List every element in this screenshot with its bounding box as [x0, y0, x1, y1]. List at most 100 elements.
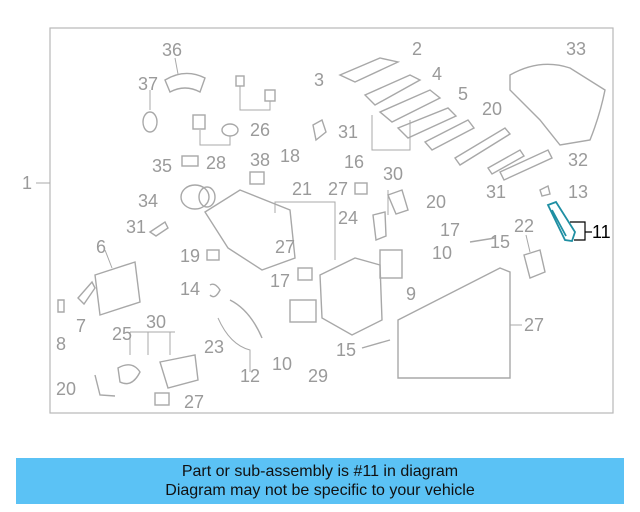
- callout-13: 13: [568, 182, 588, 202]
- callout-22: 22: [514, 216, 534, 236]
- part-2-duct: [363, 74, 422, 106]
- parts-diagram: 1 2 3 4 5 6 7 8 9 10 10 11 12 13 14 15 1…: [22, 27, 614, 414]
- callout-20a: 20: [482, 99, 502, 119]
- part-12-cable: [229, 299, 263, 339]
- callout-1: 1: [22, 173, 32, 193]
- part-34-fan: [198, 186, 216, 208]
- leader-22: [525, 234, 531, 253]
- part-evaporator-case: [319, 257, 383, 336]
- callout-32: 32: [568, 150, 588, 170]
- callout-31a: 31: [338, 122, 358, 142]
- part-20-lower: [94, 374, 116, 397]
- part-20-strip: [453, 127, 512, 166]
- callout-27a: 27: [328, 179, 348, 199]
- callout-16: 16: [344, 152, 364, 172]
- part-27b: [297, 267, 313, 281]
- callout-4: 4: [432, 64, 442, 84]
- leader-30a: [371, 115, 411, 151]
- leader-36: [174, 57, 179, 75]
- banner-line-2: Diagram may not be specific to your vehi…: [165, 482, 475, 499]
- part-27a: [354, 182, 368, 195]
- banner-line-1: Part or sub-assembly is #11 in diagram: [181, 463, 459, 480]
- part-9b: [289, 299, 317, 323]
- callout-26: 26: [250, 120, 270, 140]
- part-32-strip: [499, 149, 553, 181]
- callout-14: 14: [180, 279, 200, 299]
- part-34-motor: [180, 184, 210, 210]
- callout-20c: 20: [56, 379, 76, 399]
- part-38: [249, 171, 265, 185]
- part-11-highlighted: [546, 200, 576, 242]
- callout-38: 38: [250, 150, 270, 170]
- callout-3: 3: [314, 70, 324, 90]
- part-35: [181, 155, 199, 167]
- callout-10b: 10: [272, 354, 292, 374]
- part-20-bracket: [387, 189, 409, 215]
- part-5: [396, 107, 458, 139]
- callout-17a: 17: [440, 220, 460, 240]
- callout-30b: 30: [146, 312, 166, 332]
- info-banner: Part or sub-assembly is #11 in diagram D…: [16, 458, 624, 504]
- part-27c: [154, 392, 170, 406]
- part-15b-rod: [469, 237, 496, 243]
- leader-30b: [129, 331, 175, 355]
- callout-37: 37: [138, 74, 158, 94]
- leader-6: [104, 249, 113, 269]
- callout-33: 33: [566, 39, 586, 59]
- callout-18: 18: [280, 146, 300, 166]
- part-36-duct: [164, 72, 206, 93]
- part-31b: [312, 118, 327, 142]
- callout-28: 28: [206, 153, 226, 173]
- leader-28: [199, 130, 231, 146]
- callout-27c: 27: [184, 392, 204, 412]
- callout-35: 35: [152, 156, 172, 176]
- callout-34: 34: [138, 191, 158, 211]
- callout-17b: 17: [270, 271, 290, 291]
- part-8: [57, 299, 65, 313]
- leader-11: [570, 221, 592, 241]
- part-31-strip: [486, 149, 526, 175]
- part-26a: [235, 75, 245, 87]
- diagram-frame: [49, 27, 614, 414]
- part-15-rod: [361, 339, 391, 349]
- callout-12: 12: [240, 366, 260, 386]
- callout-15b: 15: [336, 340, 356, 360]
- callout-11: 11: [592, 222, 611, 242]
- part-19: [206, 249, 220, 261]
- callout-27d: 27: [524, 315, 544, 335]
- part-22: [523, 249, 546, 279]
- part-4-duct: [378, 89, 442, 123]
- callout-23: 23: [204, 337, 224, 357]
- callout-19: 19: [180, 246, 200, 266]
- callout-31c: 31: [486, 182, 506, 202]
- leader-26: [239, 86, 271, 111]
- part-7: [77, 280, 96, 306]
- callout-5: 5: [458, 84, 468, 104]
- part-21-heater-case: [204, 189, 296, 271]
- callout-9: 9: [406, 284, 416, 304]
- part-28a: [192, 114, 206, 130]
- callout-24: 24: [338, 208, 358, 228]
- part-9: [379, 249, 403, 279]
- part-23-duct: [159, 354, 199, 389]
- part-28b: [221, 123, 239, 137]
- part-37-seal: [142, 111, 158, 133]
- part-3-duct: [338, 57, 401, 83]
- part-31a: [148, 220, 169, 237]
- part-13: [539, 184, 551, 197]
- part-30-duct: [423, 119, 476, 151]
- callout-27b: 27: [275, 237, 295, 257]
- callout-25: 25: [112, 324, 132, 344]
- part-33-harness: [509, 63, 606, 146]
- callout-20b: 20: [426, 192, 446, 212]
- callout-2: 2: [412, 39, 422, 59]
- part-26b: [264, 89, 276, 102]
- leader-12: [217, 317, 251, 372]
- part-14: [209, 283, 221, 298]
- callout-10a: 10: [432, 243, 452, 263]
- callout-6: 6: [96, 237, 106, 257]
- leader-21: [274, 201, 336, 260]
- callout-31b: 31: [126, 217, 146, 237]
- callout-8: 8: [56, 334, 66, 354]
- callout-21: 21: [292, 179, 312, 199]
